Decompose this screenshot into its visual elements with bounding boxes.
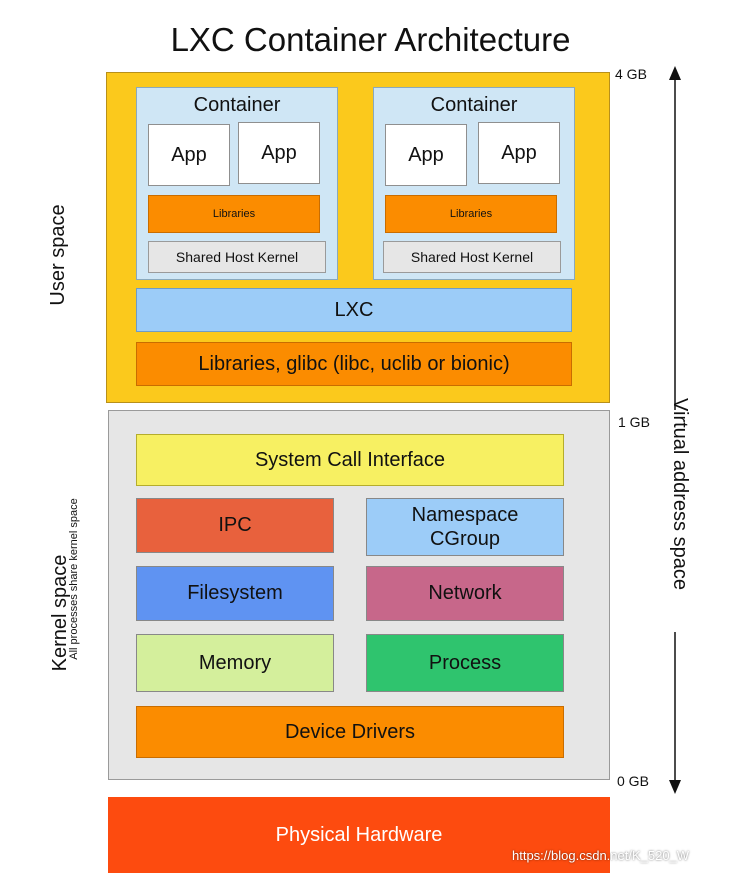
watermark-url: https://blog.csdn.net/K_520_W xyxy=(512,848,690,863)
memory-label-1gb: 1 GB xyxy=(618,414,650,430)
physical-hardware-bar: Physical Hardware xyxy=(108,797,610,873)
memory-label-0gb: 0 GB xyxy=(617,773,649,789)
shared-host-kernel: Shared Host Kernel xyxy=(148,241,326,273)
ipc-box: IPC xyxy=(136,498,334,553)
namespace-label: Namespace xyxy=(411,504,519,526)
kernel-space-note: All processes share kernel space xyxy=(68,498,80,660)
container-title: Container xyxy=(193,93,281,116)
app-box: App xyxy=(385,124,467,186)
container-title: Container xyxy=(430,93,518,116)
system-call-interface: System Call Interface xyxy=(136,434,564,486)
address-space-arrow xyxy=(669,66,681,794)
lxc-bar: LXC xyxy=(136,288,572,332)
device-drivers-bar: Device Drivers xyxy=(136,706,564,758)
cgroup-label: CGroup xyxy=(429,528,501,550)
virtual-address-space-label: Virtual address space xyxy=(669,398,692,590)
memory-label-4gb: 4 GB xyxy=(615,66,647,82)
user-space-label: User space xyxy=(46,204,69,306)
app-box: App xyxy=(478,122,560,184)
memory-box: Memory xyxy=(136,634,334,692)
container-libraries: Libraries xyxy=(385,195,557,233)
glibc-libraries-bar: Libraries, glibc (libc, uclib or bionic) xyxy=(136,342,572,386)
arrow-down-icon xyxy=(669,780,681,794)
shared-host-kernel: Shared Host Kernel xyxy=(383,241,561,273)
app-box: App xyxy=(148,124,230,186)
container-box-2: Container App App Libraries Shared Host … xyxy=(373,87,575,280)
arrow-up-icon xyxy=(669,66,681,80)
app-box: App xyxy=(238,122,320,184)
container-box-1: Container App App Libraries Shared Host … xyxy=(136,87,338,280)
diagram-title: LXC Container Architecture xyxy=(170,21,571,58)
filesystem-box: Filesystem xyxy=(136,566,334,621)
container-libraries: Libraries xyxy=(148,195,320,233)
network-box: Network xyxy=(366,566,564,621)
process-box: Process xyxy=(366,634,564,692)
namespace-cgroup-box: Namespace CGroup xyxy=(366,498,564,556)
